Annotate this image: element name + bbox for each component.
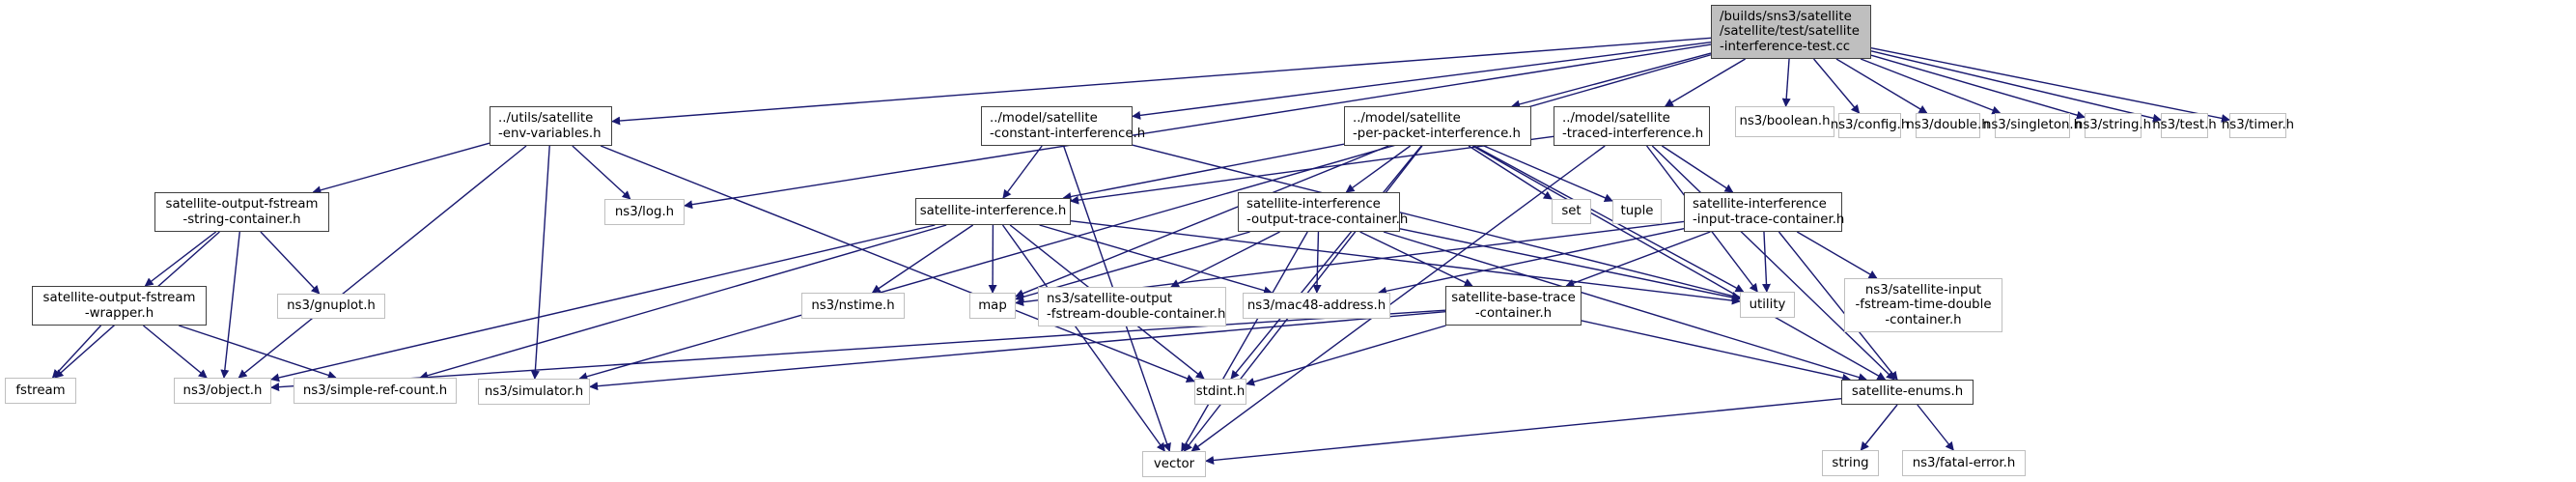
edge-outtrace-to-basetrace [1359,231,1473,287]
edge-strcont-to-object [220,231,240,379]
edge-traced-to-enums [1651,145,1895,381]
edge-root-to-const [1132,41,1712,120]
node-test-h[interactable]: ns3/test.h [2152,113,2217,138]
edge-root-to-singleton [1860,58,2002,115]
node-log-h[interactable]: ns3/log.h [604,199,685,225]
edge-intrace-to-mac48 [1377,228,1685,296]
node-output-trace-container[interactable]: satellite-interference -output-trace-con… [1238,192,1408,232]
node-satellite-enums[interactable]: satellite-enums.h [1841,380,1974,405]
edge-basetrace-to-object [270,309,1446,392]
node-mac48-address[interactable]: ns3/mac48-address.h [1243,293,1390,319]
edge-enums-to-vector [1205,398,1842,465]
edge-env-to-log [572,145,631,200]
edge-root-to-simulator [578,54,1712,382]
edge-perpkt-to-interf [1062,143,1345,201]
edge-interf-to-utility [1070,219,1741,305]
node-object-h[interactable]: ns3/object.h [174,378,271,404]
edge-interf-to-nstime [871,224,974,294]
edge-root-to-test [1870,50,2162,123]
edge-strcont-to-gnuplot [260,231,321,295]
edge-basetrace-to-simulator [589,310,1446,391]
node-string[interactable]: string [1822,450,1879,476]
node-constant-interference[interactable]: ../model/satellite -constant-interferenc… [981,106,1145,146]
edge-intrace-to-enums [1778,231,1898,381]
edge-env-to-simulator [530,145,550,380]
edge-outtrace-to-utility [1399,228,1741,302]
node-double-container[interactable]: ns3/satellite-output -fstream-double-con… [1038,287,1226,326]
edge-env-to-object [238,145,527,379]
edge-root-to-double [1835,58,1928,114]
node-ns3-string-h[interactable]: ns3/string.h [2075,113,2151,138]
edge-interf-to-vector [1001,224,1165,452]
node-root-file[interactable]: /builds/sns3/satellite /satellite/test/s… [1711,5,1871,59]
edge-basetrace-to-enums [1581,320,1852,383]
node-fatal-error-h[interactable]: ns3/fatal-error.h [1902,450,2026,476]
node-singleton-h[interactable]: ns3/singleton.h [1983,113,2082,138]
node-config-h[interactable]: ns3/config.h [1831,113,1909,138]
edge-interf-to-simpleref [419,224,947,381]
edge-perpkt-to-stdint [1230,145,1422,380]
edge-root-to-perpkt [1511,52,1712,109]
edge-outtrace-to-enums [1383,231,1867,382]
node-simple-ref-count[interactable]: ns3/simple-ref-count.h [294,378,457,404]
edge-enums-to-string [1860,404,1898,451]
edge-root-to-boolean [1781,58,1791,107]
edge-intrace-to-timedbl [1796,231,1878,279]
edge-outtrace-to-dblcont [1170,231,1280,288]
node-set[interactable]: set [1552,199,1591,224]
edge-interf-to-object [270,224,936,383]
node-timer-h[interactable]: ns3/timer.h [2222,113,2294,138]
edge-perpkt-to-set [1468,145,1553,200]
edge-perpkt-to-outtrace [1345,145,1412,193]
node-vector[interactable]: vector [1142,451,1206,477]
edge-traced-to-vector [1190,145,1606,452]
edge-const-to-utility [1132,144,1741,300]
node-gnuplot-h[interactable]: ns3/gnuplot.h [277,294,385,319]
edge-perpkt-to-tuple [1483,145,1613,203]
node-fstream-wrapper[interactable]: satellite-output-fstream -wrapper.h [32,286,207,326]
edge-wrapper-to-simpleref [179,325,337,380]
edge-intrace-to-basetrace [1565,231,1711,288]
edge-perpkt-to-map [1015,145,1389,298]
edge-env-to-stdint [600,145,1195,383]
node-utility[interactable]: utility [1740,292,1795,318]
node-tuple[interactable]: tuple [1612,199,1662,224]
edge-traced-to-intrace [1661,145,1734,193]
edge-wrapper-to-object [142,325,208,379]
node-simulator-h[interactable]: ns3/simulator.h [478,379,590,405]
node-fstream[interactable]: fstream [5,378,76,404]
edge-root-to-timer [1870,46,2230,123]
node-stdint-h[interactable]: stdint.h [1194,379,1246,405]
edge-outtrace-to-vector [1181,231,1308,452]
node-time-double-container[interactable]: ns3/satellite-input -fstream-time-double… [1844,278,2002,332]
node-per-packet-interference[interactable]: ../model/satellite -per-packet-interfere… [1344,106,1531,146]
edge-strcont-to-wrapper [144,231,217,287]
edge-root-to-log [684,43,1712,210]
edge-basetrace-to-stdint [1246,325,1446,386]
node-map[interactable]: map [969,293,1016,319]
node-double-h[interactable]: ns3/double.h [1906,113,1990,138]
edge-wrapper-to-fstream [51,325,102,379]
node-base-trace-container[interactable]: satellite-base-trace -container.h [1445,286,1582,326]
edge-env-to-strcont [312,142,490,195]
edge-const-to-interf [1002,145,1043,199]
edge-perpkt-to-utility [1473,145,1745,293]
edge-perpkt-to-enums [1471,145,1887,381]
edge-root-to-traced [1664,58,1746,107]
node-input-trace-container[interactable]: satellite-interference -input-trace-cont… [1684,192,1844,232]
edge-root-to-config [1812,58,1861,114]
node-string-container[interactable]: satellite-output-fstream -string-contain… [154,192,329,232]
node-satellite-interference[interactable]: satellite-interference.h [915,198,1071,225]
edge-root-to-env [611,37,1712,126]
node-boolean-h[interactable]: ns3/boolean.h [1735,106,1834,137]
edge-intrace-to-utility [1761,231,1771,293]
edge-enums-to-fatal [1917,404,1954,451]
node-traced-interference[interactable]: ../model/satellite -traced-interference.… [1554,106,1710,146]
node-env-variables[interactable]: ../utils/satellite -env-variables.h [490,106,612,146]
node-nstime-h[interactable]: ns3/nstime.h [801,293,905,319]
edge-outtrace-to-mac48 [1312,231,1322,294]
edge-root-to-string_h [1870,54,2086,120]
